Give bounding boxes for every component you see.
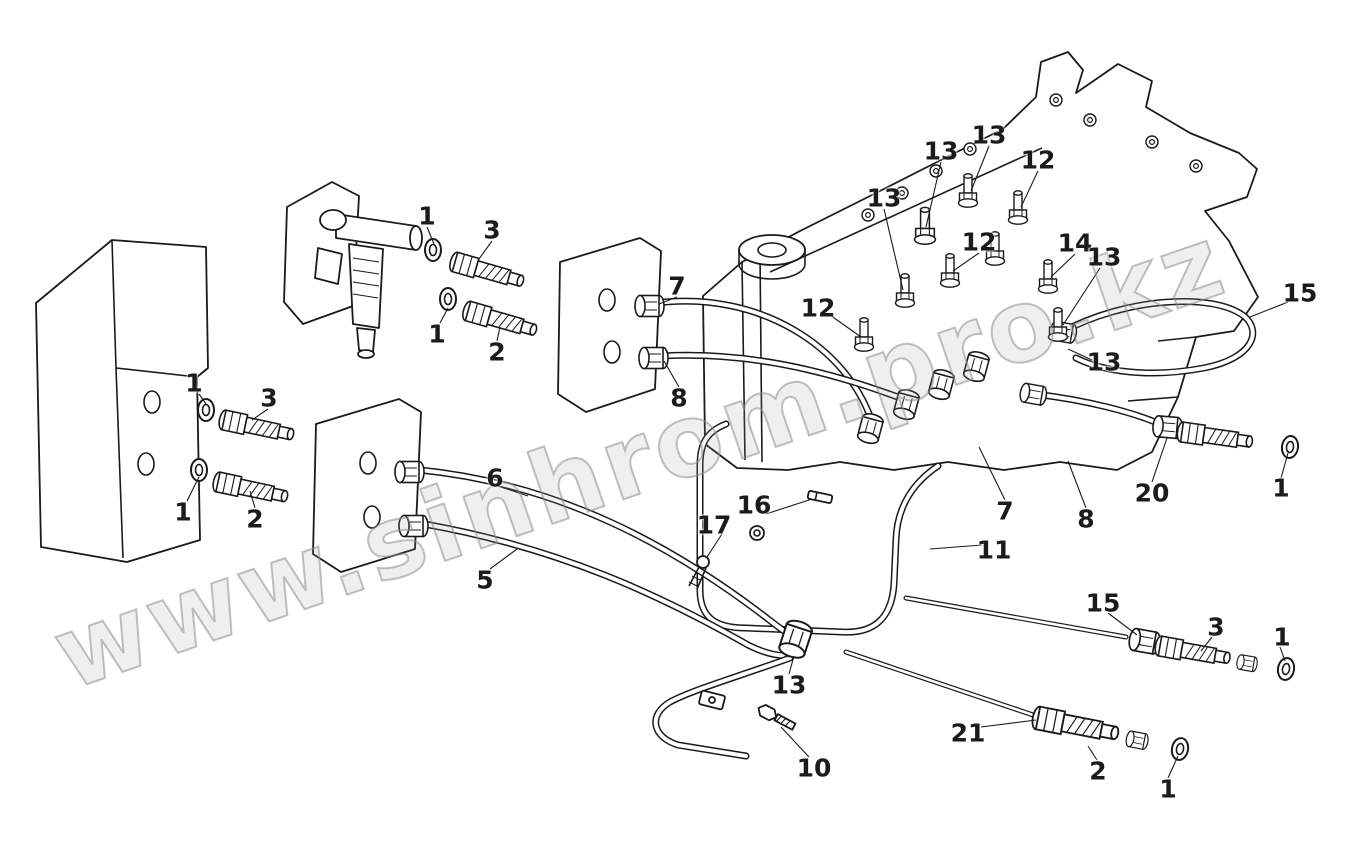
part-callout-13: 13 [971, 120, 1007, 150]
part-callout-14: 14 [1057, 228, 1093, 258]
part-callout-8: 8 [670, 383, 688, 413]
clamp-drawing [698, 689, 726, 711]
part-callout-10: 10 [796, 753, 832, 783]
leader-lines [186, 145, 1289, 779]
part-callout-12: 12 [800, 293, 836, 323]
small-parts-drawing [688, 490, 834, 731]
part-callout-20: 20 [1134, 478, 1170, 508]
part-callout-5: 5 [476, 565, 494, 595]
shut-off-valve-drawing [314, 209, 423, 359]
part-callout-8: 8 [1077, 504, 1095, 534]
pin-16-drawing [806, 490, 834, 504]
part-callout-11: 11 [976, 535, 1012, 565]
part-callout-3: 3 [260, 383, 278, 413]
part-callout-6: 6 [486, 463, 504, 493]
part-callout-16: 16 [736, 490, 772, 520]
bolt-10-drawing [757, 704, 797, 731]
part-callout-2: 2 [488, 337, 506, 367]
part-callout-12: 12 [1020, 145, 1056, 175]
part-callout-1: 1 [185, 368, 203, 398]
part-callout-1: 1 [418, 201, 436, 231]
part-callout-1: 1 [1272, 473, 1290, 503]
part-callout-2: 2 [1089, 756, 1107, 786]
part-callout-13: 13 [923, 136, 959, 166]
pipe-bracket-lower-drawing [312, 398, 422, 573]
part-callout-15: 15 [1085, 588, 1121, 618]
part-callout-1: 1 [1159, 774, 1177, 804]
part-callout-3: 3 [483, 215, 501, 245]
part-callout-7: 7 [668, 271, 686, 301]
part-callout-3: 3 [1207, 612, 1225, 642]
part-callout-13: 13 [1086, 347, 1122, 377]
part-callout-1: 1 [428, 319, 446, 349]
part-callout-13: 13 [866, 183, 902, 213]
part-callout-17: 17 [696, 510, 732, 540]
pipe-bracket-upper-drawing [557, 237, 662, 413]
part-callout-2: 2 [246, 504, 264, 534]
part-callout-15: 15 [1282, 278, 1318, 308]
part-callout-13: 13 [1086, 242, 1122, 272]
part-callout-7: 7 [996, 496, 1014, 526]
part-callout-13: 13 [771, 670, 807, 700]
part-callout-1: 1 [1273, 622, 1291, 652]
screw-17-drawing [688, 555, 710, 590]
left-mount-block-drawing [35, 239, 209, 563]
grommet-drawing [749, 525, 765, 541]
part-callout-12: 12 [961, 227, 997, 257]
part-callout-21: 21 [950, 718, 986, 748]
part-callout-1: 1 [174, 497, 192, 527]
